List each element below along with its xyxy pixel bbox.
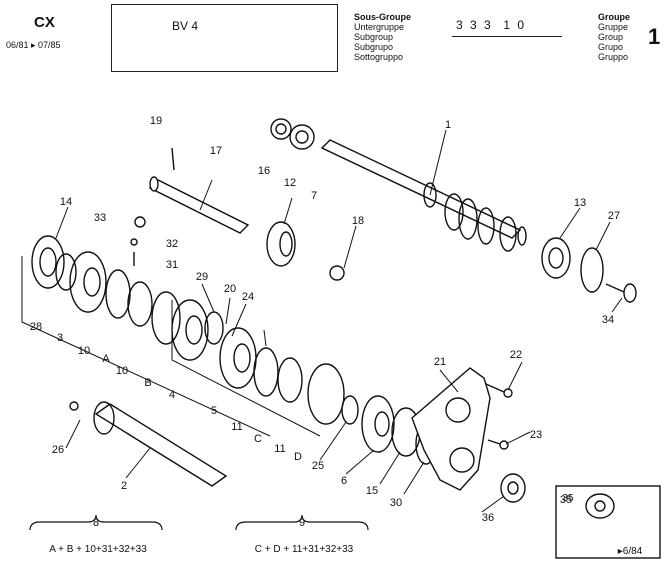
model-code: CX [34,14,55,31]
kit-9-brace [235,514,369,531]
callout-36: 36 [482,512,494,524]
part-28-ring [55,253,77,291]
part-23-bolt [487,439,509,450]
callout-1: 1 [445,119,451,131]
group-label-es: Grupo [598,42,624,52]
part-1-mainshaft [320,139,527,252]
inset-box [555,485,661,559]
part-7-gear [266,221,296,267]
callout-27: 27 [608,210,620,222]
callout-6: 6 [341,475,347,487]
part-d-gear [307,363,345,425]
group-label-fr: Groupe [598,12,631,22]
page-title: BV 4 [172,19,199,33]
callout-22: 22 [510,349,522,361]
part-2-pinion-shaft [69,401,228,487]
callout-28: 28 [30,321,42,333]
callout-11a: 11 [231,421,242,433]
callout-11b: 11 [274,443,285,455]
kit-8-formula: A + B + 10+31+32+33 [49,544,147,555]
callout-3: 3 [57,332,63,344]
callout-12: 12 [284,177,296,189]
callout-34: 34 [602,314,614,326]
part-3-gear [69,251,107,313]
callout-10a: 10 [78,345,90,357]
callout-13: 13 [574,197,586,209]
callout-19: 19 [150,115,162,127]
callout-10b: 10 [116,365,128,377]
callout-26: 26 [52,444,64,456]
callout-14: 14 [60,196,72,208]
part-22-bolt [485,383,513,398]
assembly-guide-right [171,300,321,437]
part-12-bearing [289,124,315,150]
part-16-seal [270,118,292,140]
callout-24: 24 [242,291,254,303]
part-27-circlip [580,247,604,293]
callout-5: 5 [211,405,217,417]
callout-4: 4 [169,389,175,401]
group-label-en: Group [598,32,624,42]
subgroup-label-fr: Sous-Groupe [354,12,412,22]
part-b-gear [151,291,181,345]
callout-A: A [102,353,110,365]
date-range: 06/81 ▸ 07/85 [6,40,61,50]
callout-15: 15 [366,485,378,497]
part-36-nut [500,473,526,503]
callout-2: 2 [121,480,127,492]
callout-B: B [144,377,151,389]
callout-7: 7 [311,190,317,202]
subgroup-label-de: Untergruppe [354,22,405,32]
part-10-synchro [105,269,131,319]
kit-9-number: 9 [299,517,305,529]
part-21-plate [411,367,491,491]
callout-35: 35 [560,494,572,506]
part-13-bearing [541,237,571,279]
kit-8-number: 8 [93,517,99,529]
part-18-ring [329,265,345,281]
group-label-it: Gruppo [598,52,629,62]
callout-20: 20 [224,283,236,295]
subgroup-label-it: Sottogruppo [354,52,404,62]
callout-32: 32 [166,238,178,250]
part-19-pin [171,147,175,171]
assembly-guide-left [21,256,271,437]
subgroup-number: 3 3 3 1 0 [456,18,527,32]
subgroup-label-es: Subgrupo [354,42,394,52]
title-box [111,4,338,72]
kit-8-brace [29,514,163,531]
part-14-bearing [31,235,65,289]
callout-33: 33 [94,212,106,224]
part-34-pin [605,283,637,303]
callout-29: 29 [196,271,208,283]
callout-C: C [254,433,262,445]
kit-9-formula: C + D + 11+31+32+33 [255,544,354,555]
part-6-gear [361,395,395,453]
callout-16: 16 [258,165,270,177]
callout-21: 21 [434,356,446,368]
callout-23: 23 [530,429,542,441]
part-25-shaft [341,395,359,425]
callout-31: 31 [166,259,178,271]
group-number: 1 [648,24,661,49]
subgroup-label-en: Subgroup [354,32,394,42]
part-32-ball [130,238,138,246]
part-11-synchro [253,347,279,397]
subgroup-labels: Sous-Groupe Untergruppe Subgroup Subgrup… [354,12,411,62]
callout-D: D [294,451,302,463]
callout-30: 30 [390,497,402,509]
group-label-de: Gruppe [598,22,629,32]
leader-lines [55,129,623,513]
group-labels: Groupe Gruppe Group Grupo Gruppo [598,12,630,62]
inset-date: ▸6/84 [618,546,643,557]
inset-label: 35 [562,493,574,504]
callout-17: 17 [210,145,222,157]
part-33-plate [134,216,146,228]
callout-18: 18 [352,215,364,227]
subgroup-underline [452,36,562,37]
part-17-tube [148,176,250,234]
callout-25: 25 [312,460,324,472]
